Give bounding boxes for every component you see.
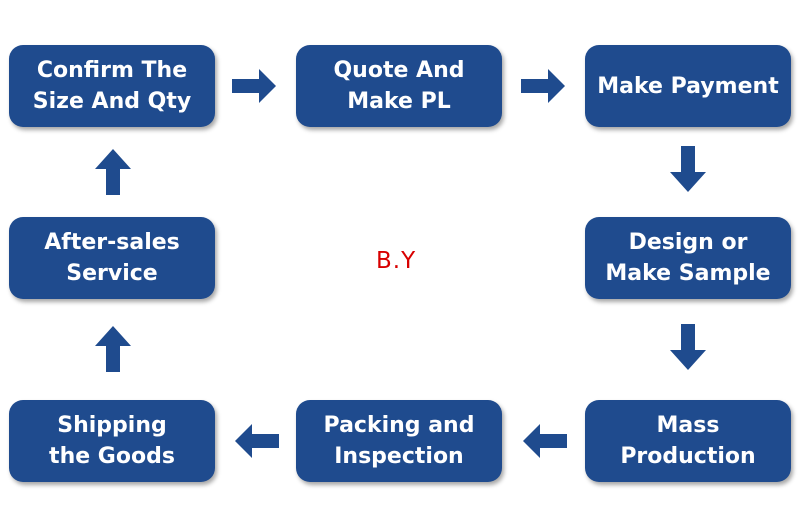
arrow-left-icon <box>232 416 282 466</box>
step-shipping-goods: Shipping the Goods <box>9 400 215 482</box>
step-make-payment: Make Payment <box>585 45 791 127</box>
arrow-right-icon <box>229 61 279 111</box>
step-label: Make Payment <box>597 73 779 99</box>
step-label: Design or Make Sample <box>605 230 771 286</box>
step-packing-inspection: Packing and Inspection <box>296 400 502 482</box>
watermark-text: B.Y <box>376 248 417 274</box>
step-label: Shipping the Goods <box>49 413 175 469</box>
step-label: Quote And Make PL <box>333 58 465 114</box>
step-label: Confirm The Size And Qty <box>32 58 192 114</box>
step-after-sales-service: After-sales Service <box>9 217 215 299</box>
step-label: Mass Production <box>620 413 756 469</box>
step-label: Packing and Inspection <box>323 413 475 469</box>
arrow-down-icon <box>663 144 713 194</box>
step-confirm-size-qty: Confirm The Size And Qty <box>9 45 215 127</box>
step-label: After-sales Service <box>44 230 180 286</box>
arrow-left-icon <box>520 416 570 466</box>
step-quote-make-pl: Quote And Make PL <box>296 45 502 127</box>
arrow-right-icon <box>518 61 568 111</box>
arrow-up-icon <box>88 324 138 374</box>
step-mass-production: Mass Production <box>585 400 791 482</box>
step-design-make-sample: Design or Make Sample <box>585 217 791 299</box>
arrow-up-icon <box>88 147 138 197</box>
arrow-down-icon <box>663 322 713 372</box>
